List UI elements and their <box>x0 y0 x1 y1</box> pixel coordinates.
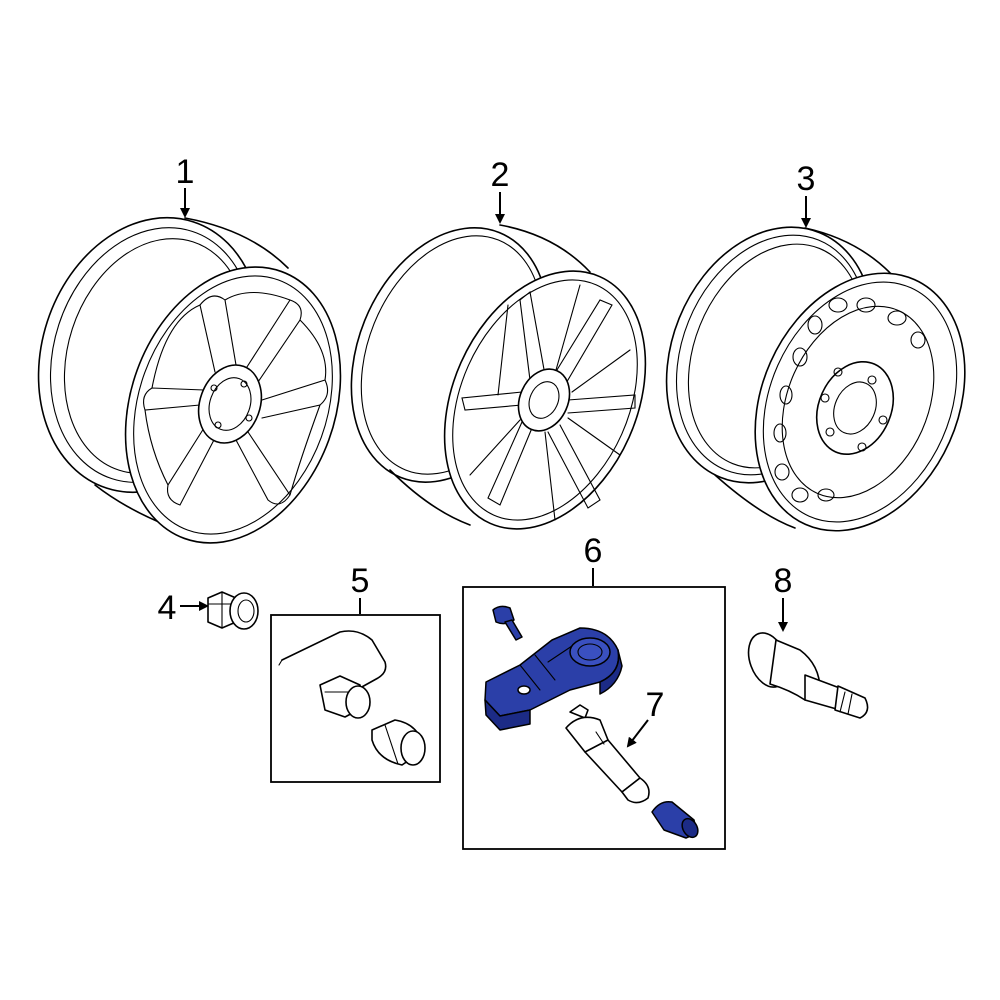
callout-5: 5 <box>351 562 370 614</box>
callout-6: 6 <box>584 532 603 586</box>
part-5-box <box>270 614 441 783</box>
svg-text:8: 8 <box>774 562 793 600</box>
wheel-steel-3[interactable] <box>630 196 1000 564</box>
svg-text:4: 4 <box>158 589 177 627</box>
svg-text:6: 6 <box>584 532 603 570</box>
part-6-box <box>462 586 726 850</box>
svg-text:1: 1 <box>176 153 195 191</box>
callout-1: 1 <box>176 153 195 218</box>
callout-8: 8 <box>774 562 793 632</box>
svg-text:7: 7 <box>646 686 665 724</box>
callout-3: 3 <box>797 160 816 228</box>
sensor-screw[interactable] <box>492 605 523 641</box>
svg-text:3: 3 <box>797 160 816 198</box>
callout-4: 4 <box>158 589 209 627</box>
valve-stem-8[interactable] <box>742 628 869 719</box>
svg-text:2: 2 <box>491 156 510 194</box>
wheel-alloy-1[interactable] <box>4 188 377 573</box>
svg-text:5: 5 <box>351 562 370 600</box>
callout-7: 7 <box>626 686 665 748</box>
valve-cap[interactable] <box>651 800 701 840</box>
wheel-alloy-2[interactable] <box>315 198 684 561</box>
tpms-sensor-6[interactable] <box>484 627 623 731</box>
sensor-wire-5[interactable] <box>278 630 426 766</box>
callout-2: 2 <box>491 156 510 224</box>
lug-nut-4[interactable] <box>207 591 259 630</box>
valve-stem-7[interactable] <box>565 704 650 804</box>
